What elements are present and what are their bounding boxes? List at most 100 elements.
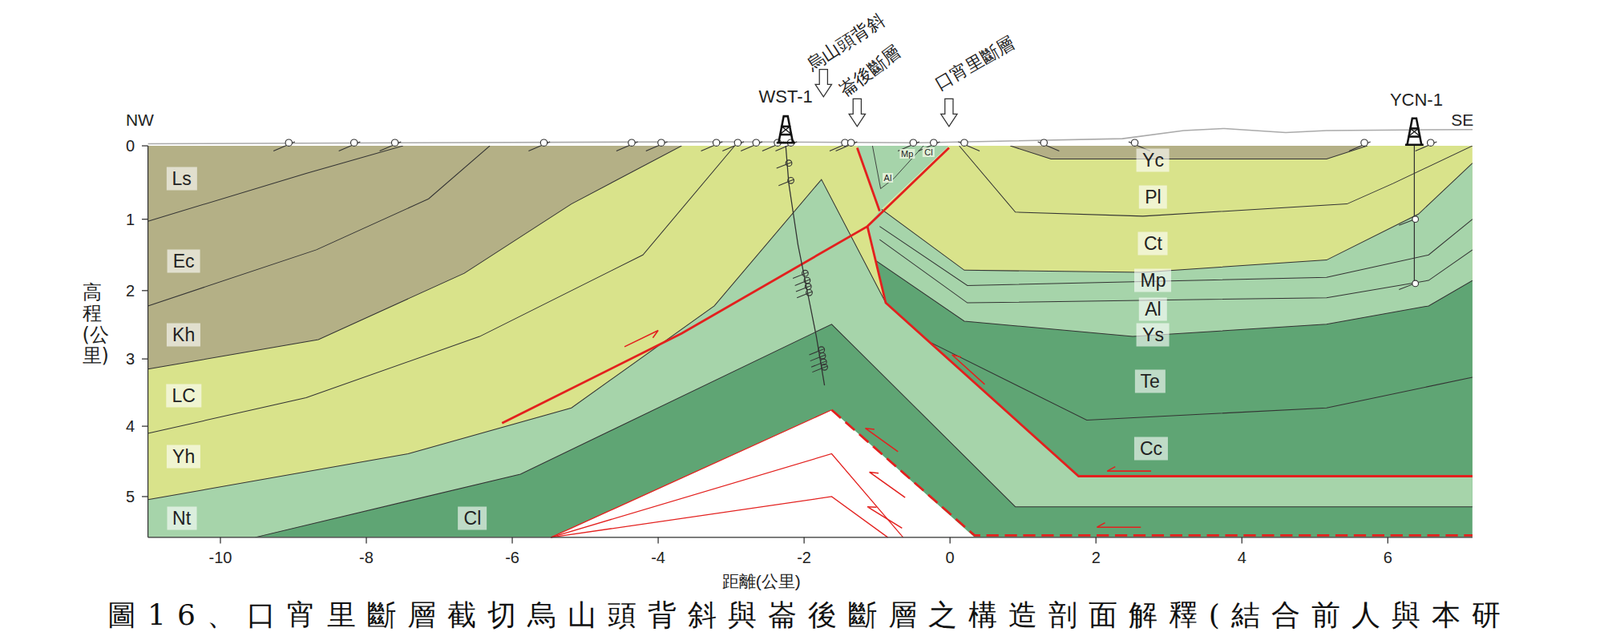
formation-code: Kh [172,323,195,345]
pointer-arrow [941,98,958,126]
dip-tick [795,279,811,287]
contact-line [867,163,1473,273]
slip-arrow [865,428,899,453]
y-tick [141,290,149,291]
contact-line [897,326,1473,421]
borehole-dip [787,177,795,185]
x-tick [1241,537,1243,545]
formation-code: Al [1144,298,1161,320]
dip-symbol [712,139,720,146]
y-tick [141,425,149,427]
formation-label: Ys [1136,323,1170,347]
formation-label: Pl [1139,185,1167,209]
dip-symbol [734,139,741,146]
lunhou-fault [856,148,880,212]
formation-code: Mp [1140,270,1167,291]
y-tick [141,358,149,360]
contact-line [867,254,1473,337]
formation-label: Mp [899,149,915,159]
map-label: -10 [209,549,233,568]
figure-caption: 圖16、口宵里斷層截切烏山頭背斜與崙後斷層之構造剖面解釋(結合前人與本研 [107,596,1512,636]
dip-tick [795,285,812,292]
borehole-dip [818,347,825,354]
contact-line [148,145,490,307]
map-label: 0 [945,549,955,568]
dip-tick [778,179,794,186]
y-axis [147,145,149,538]
structure-name: 口宵里斷層 [931,32,1019,95]
formation-label: Te [1135,370,1166,394]
dip-tick [776,161,792,169]
formation-code: Yc [1142,149,1164,170]
map-label: -4 [650,549,666,568]
dip-symbol [351,139,358,146]
formation-label: Ct [1138,232,1168,256]
dip-tick [810,355,826,362]
derrick-bar [780,133,792,137]
borehole-dip [1412,216,1419,223]
y-tick [141,496,149,497]
te-cc-layer [867,254,1473,538]
map-label: YCN-1 [1389,89,1443,111]
formation-code: Nt [172,507,191,529]
axis-tick-label: 0 [125,137,135,156]
slip-arrow [867,507,902,530]
contact-line [148,145,736,434]
borehole-dip [819,352,826,360]
well-derrick [776,116,796,143]
formation-code: Te [1140,371,1160,392]
contact-line [959,145,1473,217]
contact-line [879,239,1473,304]
slip-arrow [624,330,659,347]
contact-line [1010,145,1368,160]
minor-fault [550,496,888,538]
map-label: -2 [796,549,812,568]
map-label: 2 [1091,549,1101,568]
x-axis [148,537,1473,538]
left-block [148,145,1473,538]
slip-arrow [1107,467,1152,472]
cl-layer [148,145,1473,538]
yc-layer [1010,145,1368,160]
dip-symbol [658,139,665,146]
dip-symbol [847,139,854,146]
formation-label: Mp [1135,269,1172,293]
slip-arrow [1096,523,1141,528]
borehole-track [785,145,825,386]
contact-line [148,145,404,222]
well-derrick [1405,118,1424,146]
derrick-brace [779,126,792,135]
x-tick [803,537,805,545]
formation-code: Cl [464,507,482,529]
borehole-dip [804,283,812,291]
borehole-dip [804,277,811,284]
formation-code: Pl [1144,185,1161,207]
formation-label: Cc [1134,437,1168,461]
formation-code: Yh [172,446,195,468]
dip-symbol [930,139,938,146]
x-tick [365,537,367,545]
dip-symbol [1361,139,1368,146]
nt-layer [148,145,1473,538]
right-block [867,145,1473,538]
formation-label: Ls [165,166,197,190]
dip-symbol [628,139,635,146]
basement-wedge [550,410,974,538]
dip-symbol [752,139,760,146]
axis-tick-label: 3 [125,350,135,369]
dip-symbol [540,139,547,146]
map-label: 4 [1237,549,1247,568]
dip-tick [808,348,825,356]
axis-tick-label: 4 [125,417,135,437]
pointer-arrow [848,98,865,126]
contact-line [872,145,924,189]
derrick-base [776,141,796,145]
formation-code: Cl [924,147,933,158]
dip-symbol [285,139,292,146]
section-group [141,69,1473,545]
formation-code: Ct [1143,233,1163,255]
dip-tick [812,366,828,373]
formation-label: Cl [922,147,934,158]
formation-label: LC [165,383,201,408]
topography-line [148,128,1473,144]
